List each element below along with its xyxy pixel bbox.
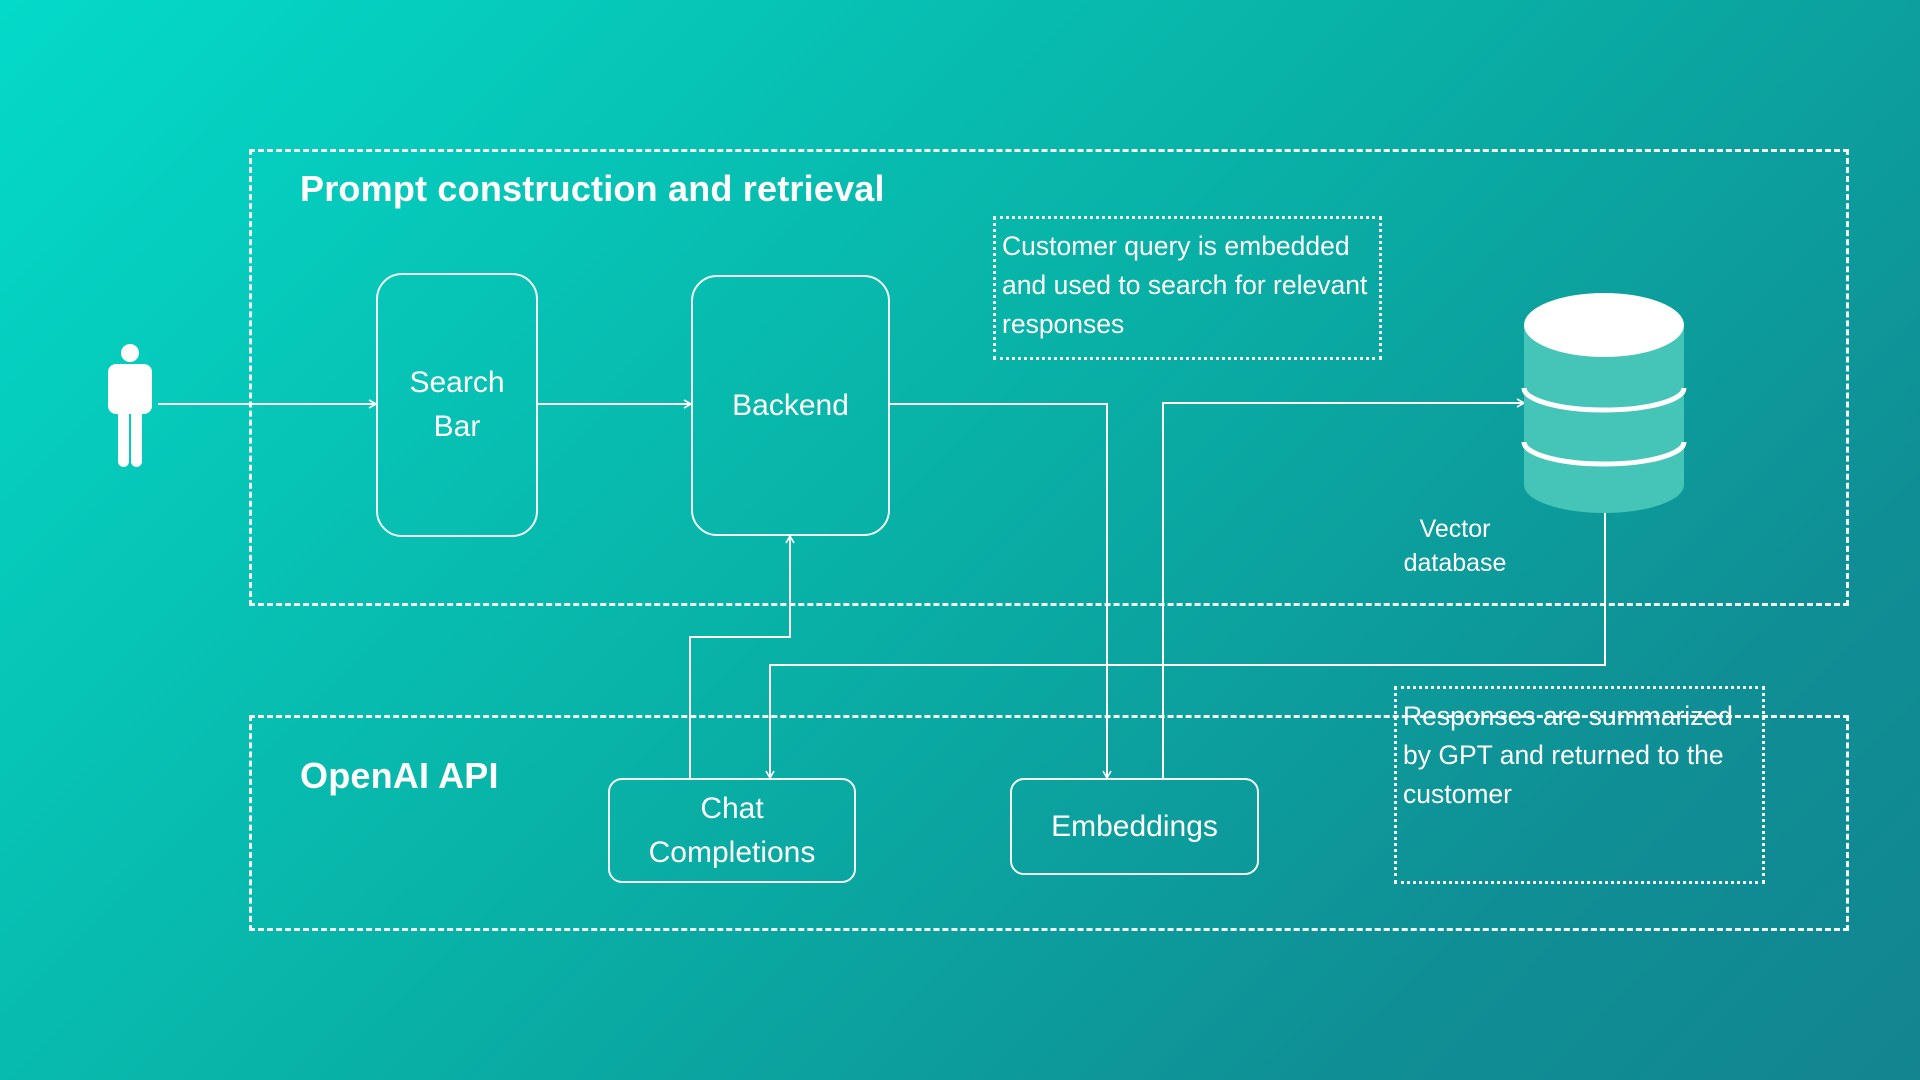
backend-node: Backend xyxy=(691,275,890,536)
chat-completions-node: Chat Completions xyxy=(608,778,856,883)
chat-completions-label-line2: Completions xyxy=(648,835,816,869)
backend-label: Backend xyxy=(732,388,849,422)
embeddings-node: Embeddings xyxy=(1010,778,1259,875)
group-title-openai-api: OpenAI API xyxy=(300,755,499,796)
vector-database-label: Vector database xyxy=(1380,512,1530,580)
search-bar-label-line2: Bar xyxy=(433,410,481,443)
vector-database-label-line2: database xyxy=(1403,549,1507,577)
vector-database-label-line1: Vector xyxy=(1419,515,1491,543)
group-title-prompt-construction: Prompt construction and retrieval xyxy=(300,168,885,209)
person-icon xyxy=(108,344,152,467)
note-responses-summarized: Responses are summarized by GPT and retu… xyxy=(1394,686,1765,884)
group-prompt-construction xyxy=(249,149,1849,606)
note-query-embedding: Customer query is embedded and used to s… xyxy=(993,216,1382,360)
search-bar-label-line1: Search xyxy=(409,366,505,399)
chat-completions-label-line1: Chat xyxy=(700,791,764,825)
embeddings-label: Embeddings xyxy=(1051,809,1218,843)
group-openai-api xyxy=(249,715,1849,931)
search-bar-node: Search Bar xyxy=(376,273,538,537)
